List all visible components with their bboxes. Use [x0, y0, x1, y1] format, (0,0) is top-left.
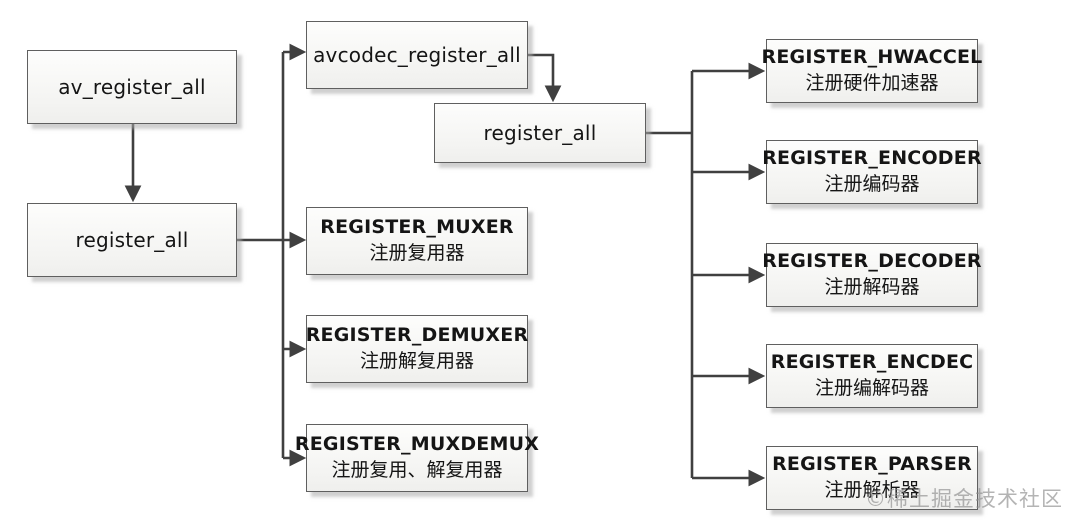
- node-label: register_all: [75, 227, 189, 252]
- node-register-muxer: REGISTER_MUXER 注册复用器: [306, 207, 528, 275]
- node-desc: 注册复用器: [369, 242, 465, 264]
- node-av-register-all: av_register_all: [27, 50, 237, 124]
- node-label: REGISTER_ENCODER: [762, 147, 982, 170]
- node-register-encdec: REGISTER_ENCDEC 注册编解码器: [766, 344, 978, 408]
- node-register-parser: REGISTER_PARSER 注册解析器: [766, 446, 978, 510]
- node-label: REGISTER_HWACCEL: [761, 46, 983, 69]
- node-avcodec-register-all: avcodec_register_all: [306, 21, 528, 89]
- node-register-hwaccel: REGISTER_HWACCEL 注册硬件加速器: [762, 39, 982, 103]
- node-label: avcodec_register_all: [313, 42, 521, 67]
- node-label: REGISTER_PARSER: [772, 453, 972, 476]
- node-desc: 注册解复用器: [359, 350, 474, 372]
- node-register-all: register_all: [27, 203, 237, 277]
- node-desc: 注册编解码器: [814, 377, 929, 399]
- node-register-all-2: register_all: [434, 103, 646, 163]
- edge-avcodec-to-register2: [528, 53, 562, 103]
- node-label: av_register_all: [58, 74, 206, 99]
- node-desc: 注册解码器: [824, 276, 920, 298]
- node-register-decoder: REGISTER_DECODER 注册解码器: [762, 243, 982, 307]
- node-desc: 注册硬件加速器: [805, 72, 939, 94]
- node-register-muxdemux: REGISTER_MUXDEMUX 注册复用、解复用器: [295, 424, 539, 492]
- node-label: REGISTER_MUXER: [320, 216, 514, 239]
- node-label: REGISTER_ENCDEC: [770, 351, 974, 374]
- node-desc: 注册解析器: [824, 479, 920, 501]
- node-desc: 注册复用、解复用器: [331, 459, 503, 481]
- node-register-encoder: REGISTER_ENCODER 注册编码器: [762, 140, 982, 204]
- node-label: register_all: [483, 120, 597, 145]
- node-label: REGISTER_MUXDEMUX: [294, 433, 540, 456]
- node-desc: 注册编码器: [824, 173, 920, 195]
- node-register-demuxer: REGISTER_DEMUXER 注册解复用器: [306, 315, 528, 383]
- node-label: REGISTER_DEMUXER: [305, 324, 529, 347]
- node-label: REGISTER_DECODER: [762, 250, 982, 273]
